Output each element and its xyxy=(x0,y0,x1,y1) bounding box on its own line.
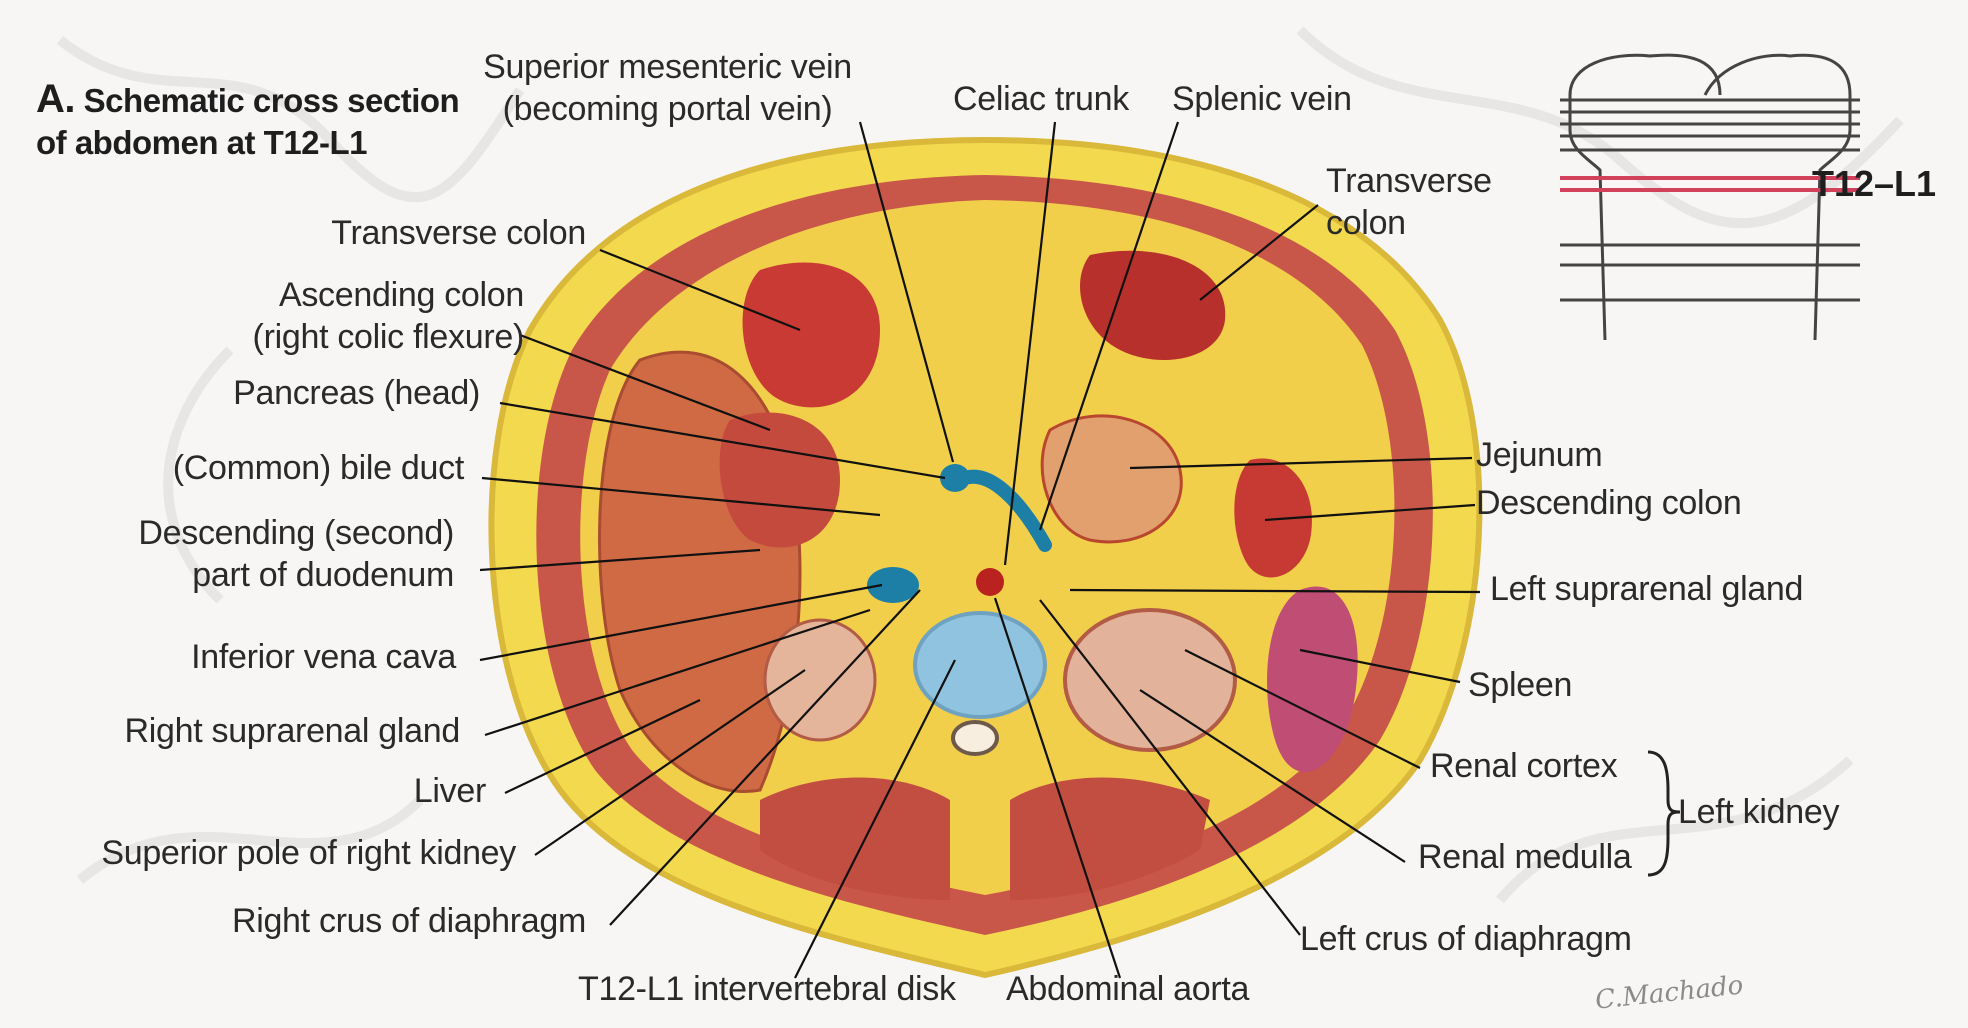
level-label: T12–L1 xyxy=(1812,163,1937,204)
label-liver: Liver xyxy=(413,772,487,810)
inferior-vena-cava xyxy=(867,567,919,603)
label-renal-cortex: Renal cortex xyxy=(1430,747,1618,785)
label-right-suprarenal-gland: Right suprarenal gland xyxy=(124,712,460,750)
back-muscle-right xyxy=(1010,777,1210,900)
superior-mesenteric-vein xyxy=(940,464,970,492)
label-superior-mesenteric-vein: Superior mesenteric vein (becoming porta… xyxy=(470,46,865,130)
label-pancreas-head: Pancreas (head) xyxy=(233,374,480,412)
label-transverse-colon-right: Transverse colon xyxy=(1326,160,1492,244)
figure-title-line2: of abdomen at T12-L1 xyxy=(36,124,368,161)
label-smv-line2: (becoming portal vein) xyxy=(502,90,833,128)
figure-title-line1: Schematic cross section xyxy=(83,82,460,119)
label-jejunum: Jejunum xyxy=(1476,436,1603,474)
label-left-suprarenal-gland: Left suprarenal gland xyxy=(1490,570,1804,608)
transverse-colon-right xyxy=(1080,250,1226,360)
label-tc-right-line1: Transverse xyxy=(1326,162,1492,200)
label-transverse-colon-left: Transverse colon xyxy=(331,214,586,252)
level-inset xyxy=(1560,53,1860,341)
splenic-vein xyxy=(958,469,1052,552)
label-abdominal-aorta: Abdominal aorta xyxy=(1006,970,1250,1008)
label-left-crus: Left crus of diaphragm xyxy=(1300,920,1632,958)
transverse-colon-left xyxy=(742,262,880,408)
label-renal-medulla: Renal medulla xyxy=(1418,838,1632,876)
label-splenic-vein: Splenic vein xyxy=(1172,80,1352,118)
label-right-crus: Right crus of diaphragm xyxy=(231,902,586,940)
label-spleen: Spleen xyxy=(1468,666,1573,704)
label-ascending-colon-line2: (right colic flexure) xyxy=(252,318,525,356)
label-duodenum-line2: part of duodenum xyxy=(192,556,454,594)
jejunum-loops xyxy=(1040,414,1183,544)
kidney-brace xyxy=(1647,750,1681,877)
intervertebral-disk xyxy=(913,611,1047,719)
spinal-canal xyxy=(951,720,999,756)
label-descending-colon: Descending colon xyxy=(1476,484,1742,522)
label-intervertebral-disk: T12-L1 intervertebral disk xyxy=(578,970,956,1008)
label-ascending-colon: Ascending colon (right colic flexure) xyxy=(252,274,525,358)
abdomen-section xyxy=(488,136,1483,979)
label-duodenum-line1: Descending (second) xyxy=(138,514,454,552)
figure-letter: A. xyxy=(36,77,76,121)
label-celiac-trunk: Celiac trunk xyxy=(953,80,1129,118)
abdominal-aorta xyxy=(976,568,1004,596)
background-foliage xyxy=(56,26,1904,904)
label-left-kidney: Left kidney xyxy=(1678,793,1840,831)
label-tc-right-line2: colon xyxy=(1326,204,1406,242)
leader-lines xyxy=(479,121,1481,979)
label-smv-line1: Superior mesenteric vein xyxy=(483,48,852,86)
back-muscle-left xyxy=(760,777,950,900)
label-descending-duodenum: Descending (second) part of duodenum xyxy=(138,512,454,596)
label-inferior-vena-cava: Inferior vena cava xyxy=(191,638,456,676)
left-kidney xyxy=(1063,608,1237,752)
descending-colon xyxy=(1234,458,1312,578)
right-kidney-pole xyxy=(763,618,877,742)
figure-title: A. Schematic cross section of abdomen at… xyxy=(36,77,460,164)
ascending-colon xyxy=(719,412,840,548)
label-superior-pole-right-kidney: Superior pole of right kidney xyxy=(101,834,516,872)
label-ascending-colon-line1: Ascending colon xyxy=(278,276,524,314)
label-common-bile-duct: (Common) bile duct xyxy=(172,449,465,487)
